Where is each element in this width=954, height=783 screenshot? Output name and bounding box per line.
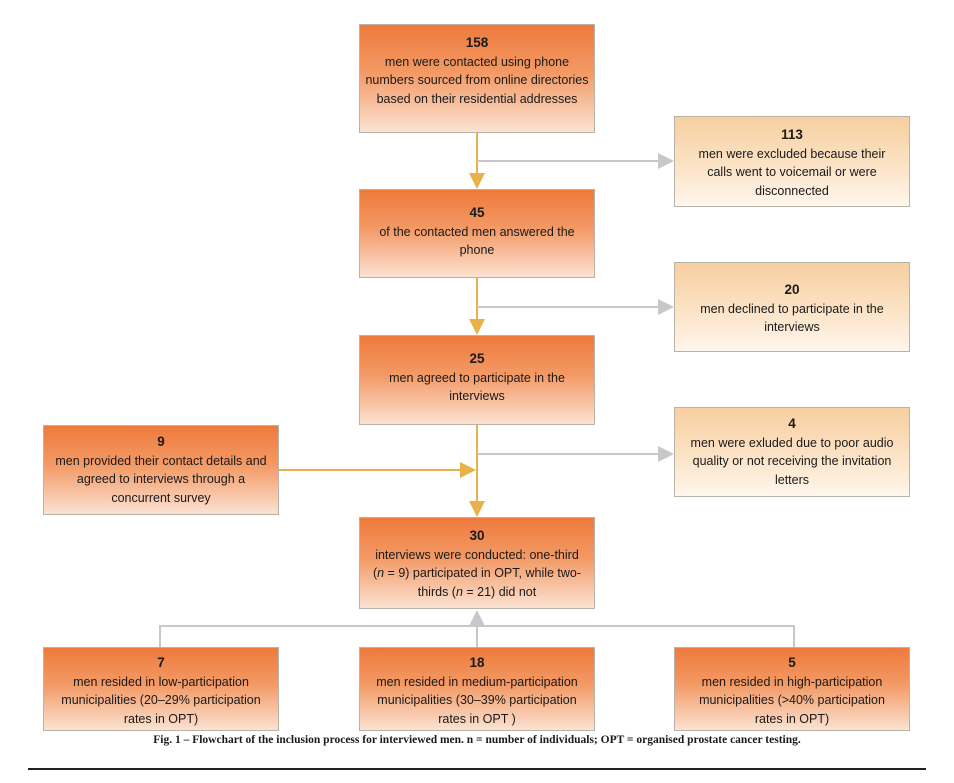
box-answered: 45 of the contacted men answered the pho… [359,189,595,278]
box-contacted: 158 men were contacted using phone numbe… [359,24,595,133]
box-high-participation: 5 men resided in high-participation muni… [674,647,910,731]
conducted-number: 30 [469,528,485,543]
agreed-text: men agreed to participate in the intervi… [389,370,565,404]
excluded-audio-text: men were exluded due to poor audio quali… [690,435,894,487]
box-agreed: 25 men agreed to participate in the inte… [359,335,595,425]
box-medium-participation: 18 men resided in medium-participation m… [359,647,595,731]
answered-number: 45 [469,205,485,220]
survey-number: 9 [157,434,165,449]
box-excluded-voicemail: 113 men were excluded because their call… [674,116,910,207]
conducted-text: interviews were conducted: one-third (n … [372,547,582,599]
box-excluded-audio: 4 men were exluded due to poor audio qua… [674,407,910,497]
high-number: 5 [788,655,796,670]
excluded-voicemail-text: men were excluded because their calls we… [698,146,886,198]
declined-number: 20 [784,282,800,297]
low-text: men resided in low-participation municip… [61,674,261,726]
answered-text: of the contacted men answered the phone [379,224,575,258]
excluded-voicemail-number: 113 [781,127,803,142]
contacted-text: men were contacted using phone numbers s… [365,54,589,106]
medium-number: 18 [469,655,485,670]
high-text: men resided in high-participation munici… [699,674,885,726]
excluded-audio-number: 4 [788,416,796,431]
low-number: 7 [157,655,165,670]
declined-text: men declined to participate in the inter… [700,301,884,335]
agreed-number: 25 [469,351,485,366]
survey-text: men provided their contact details and a… [55,453,267,505]
box-low-participation: 7 men resided in low-participation munic… [43,647,279,731]
figure-caption: Fig. 1 – Flowchart of the inclusion proc… [153,734,801,746]
box-conducted: 30 interviews were conducted: one-third … [359,517,595,609]
medium-text: men resided in medium-participation muni… [376,674,578,726]
box-survey: 9 men provided their contact details and… [43,425,279,515]
contacted-number: 158 [465,35,489,50]
box-declined: 20 men declined to participate in the in… [674,262,910,352]
caption-rule [28,768,926,770]
